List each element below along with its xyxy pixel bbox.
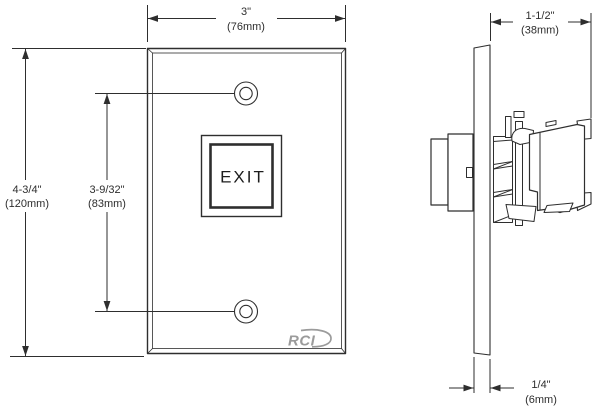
screw-hole-bottom xyxy=(233,299,259,324)
dim-thickness-value: 1/4" xyxy=(531,379,550,391)
bracket-rail xyxy=(515,121,523,226)
button-cap-clip xyxy=(466,167,473,178)
dim-hole-spacing-value: 3-9/32" xyxy=(89,184,124,196)
dim-thickness: 1/4" (6mm) xyxy=(449,357,557,406)
exit-button: EXIT xyxy=(200,134,283,218)
dim-hole-spacing-metric: (83mm) xyxy=(88,198,126,210)
dim-height-value: 4-3/4" xyxy=(13,184,42,196)
bracket-tab xyxy=(505,116,512,138)
dim-hole-spacing: 3-9/32" (83mm) xyxy=(88,93,234,312)
dim-thickness-metric: (6mm) xyxy=(525,394,557,406)
screw-hole-top xyxy=(233,81,259,106)
dim-width: 3" (76mm) xyxy=(147,5,346,42)
bracket-lower-flange xyxy=(505,204,537,222)
switch-body-block xyxy=(528,123,586,214)
switch-body xyxy=(528,118,592,214)
dim-width-metric: (76mm) xyxy=(227,21,265,33)
dim-height: 4-3/4" (120mm) xyxy=(5,48,146,357)
bracket-tab-cap xyxy=(513,111,525,118)
dim-depth-value: 1-1/2" xyxy=(526,10,555,22)
exit-button-label: EXIT xyxy=(220,168,266,187)
switch-foot xyxy=(543,202,574,213)
switch-top-tab xyxy=(545,120,557,127)
front-view: EXIT RCI 3" (76mm) 4-3/4" (120m xyxy=(5,5,347,357)
plate-corner-bevels xyxy=(147,48,346,354)
mounting-bracket xyxy=(505,111,537,226)
side-view: 1-1/2" (38mm) 1/4" (6mm) xyxy=(430,10,592,406)
mounting-collar xyxy=(493,136,513,223)
wall-plate-side xyxy=(473,44,491,356)
wall-plate-front xyxy=(146,47,347,355)
dim-depth-metric: (38mm) xyxy=(521,25,559,37)
rci-logo-swoosh xyxy=(300,328,332,348)
dim-height-metric: (120mm) xyxy=(5,198,49,210)
dim-depth: 1-1/2" (38mm) xyxy=(490,10,592,118)
rci-logo-text: RCI xyxy=(288,333,316,350)
rci-logo: RCI xyxy=(288,328,332,350)
dim-width-value: 3" xyxy=(241,6,251,18)
wall-plate-bevel xyxy=(152,52,342,349)
button-cap-outer xyxy=(430,138,449,206)
